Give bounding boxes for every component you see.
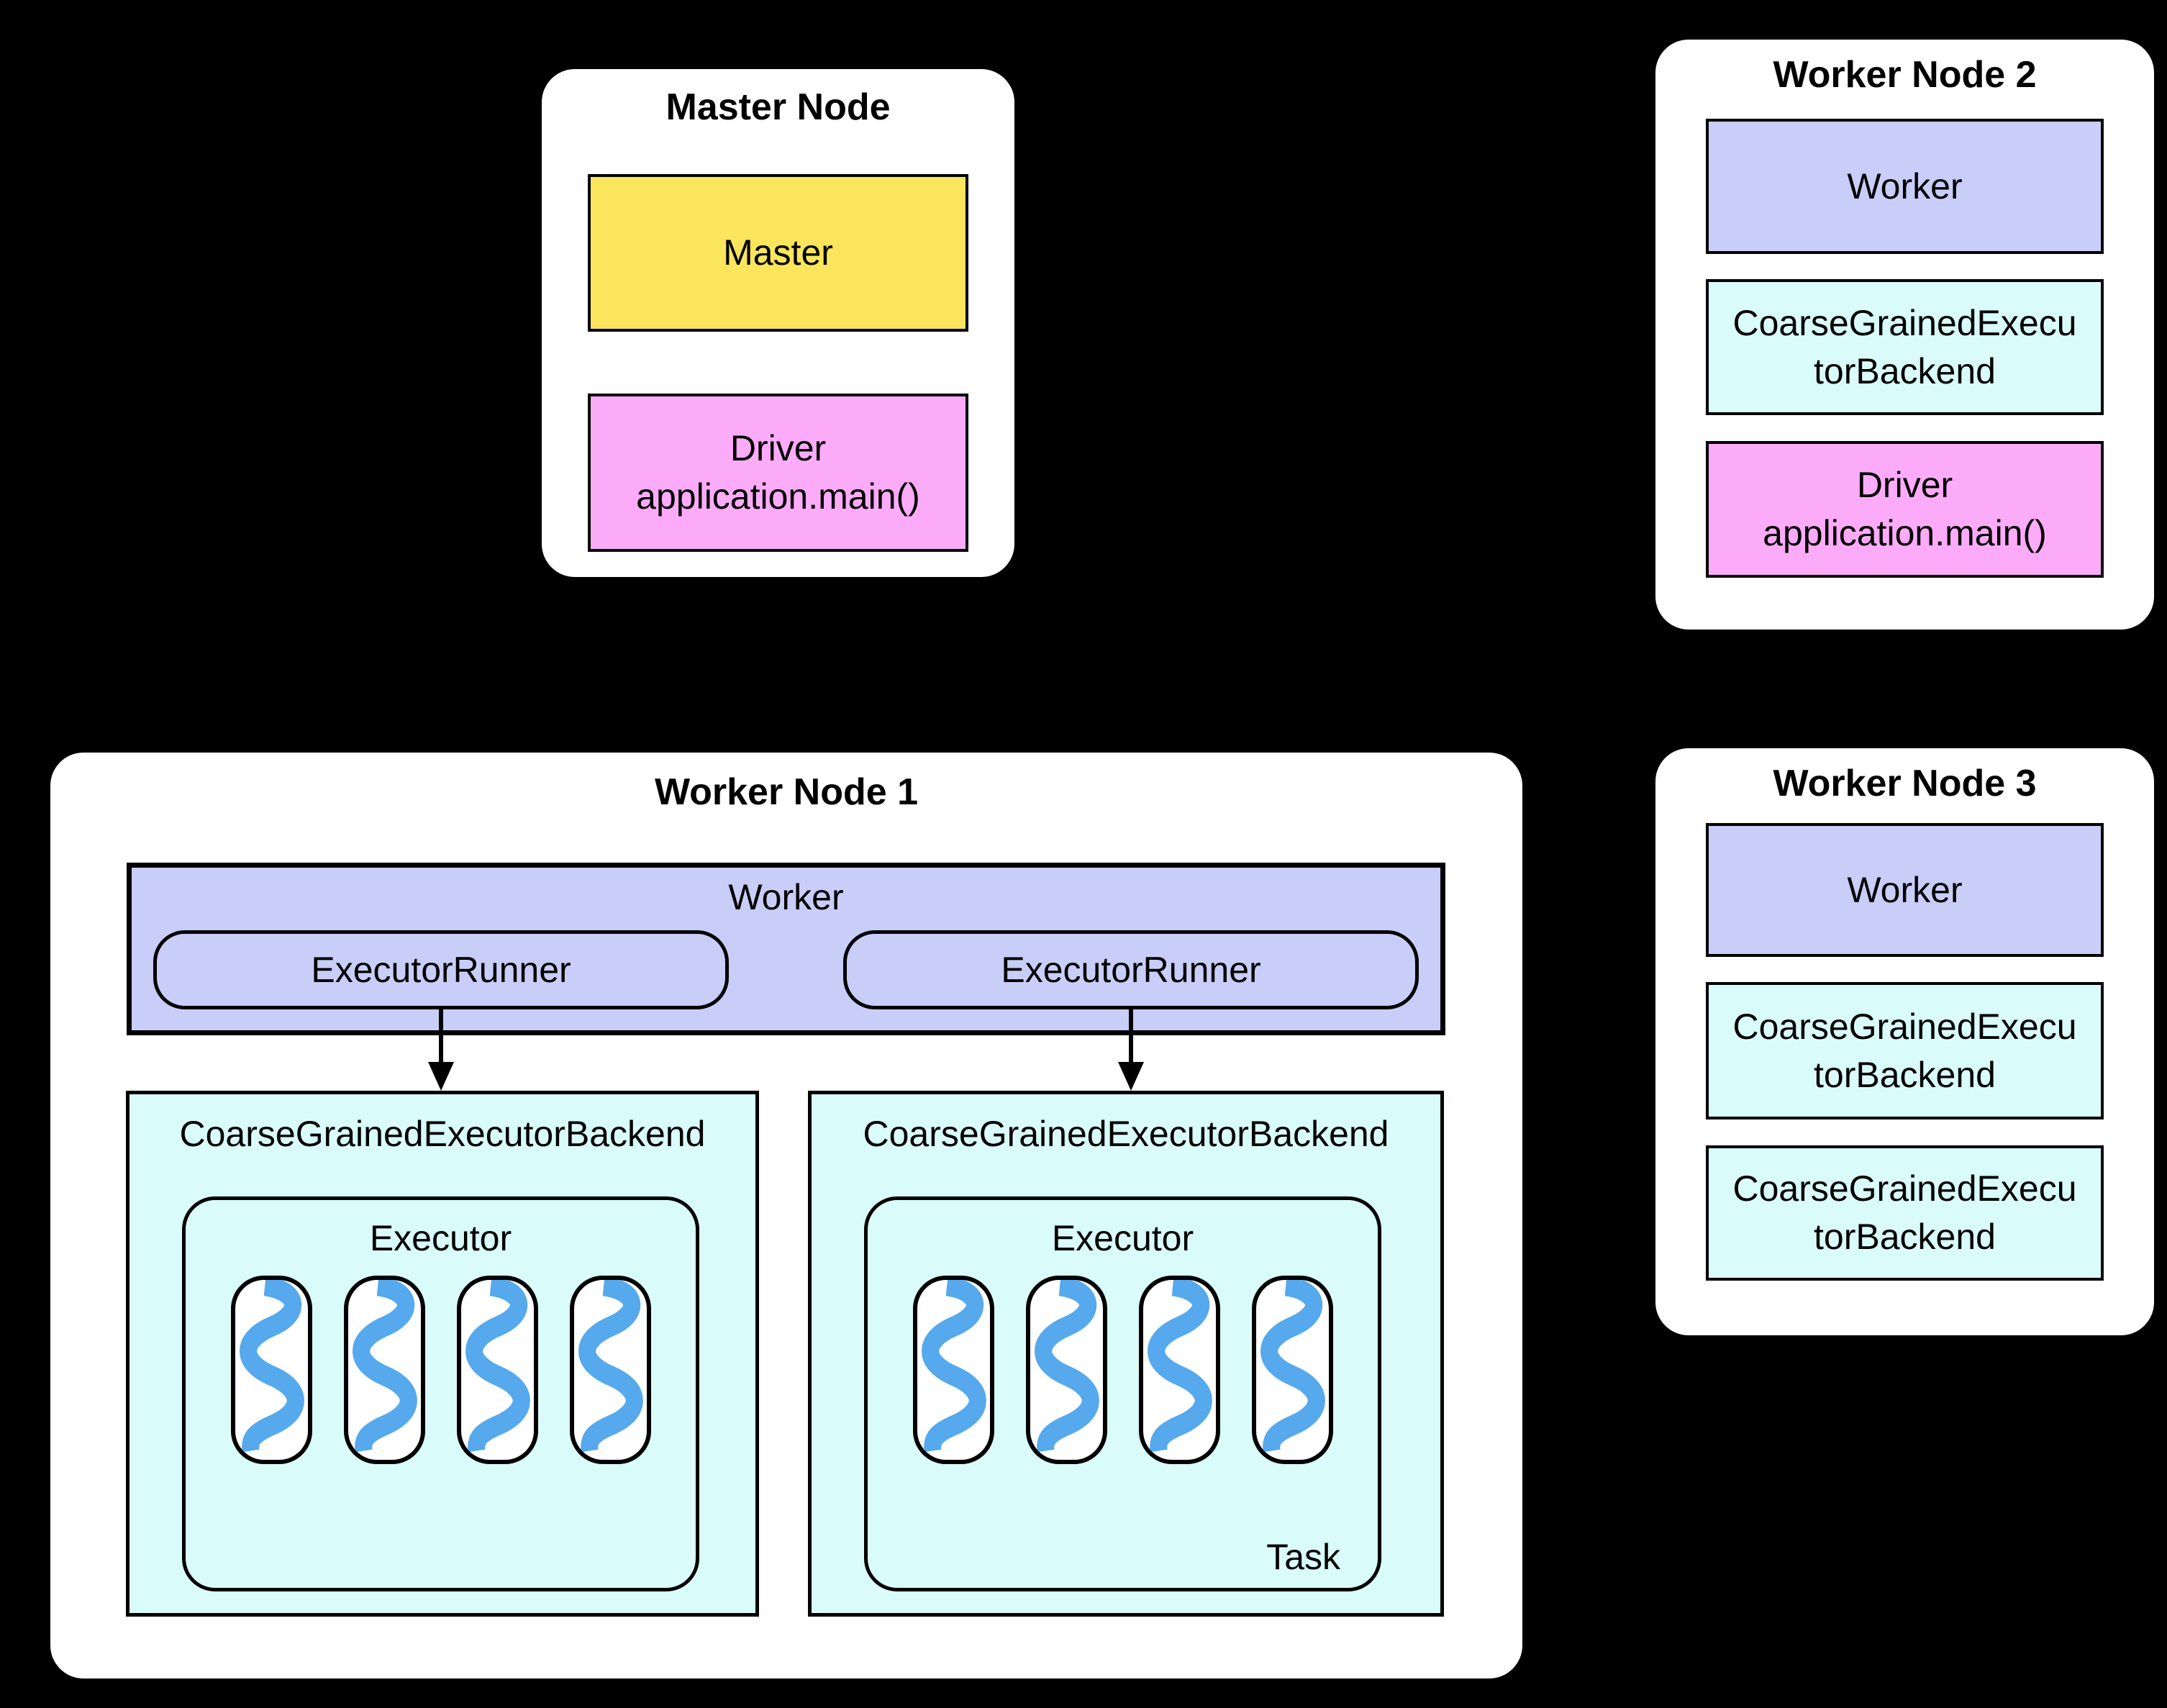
master-node-title: Master Node [665,86,891,128]
master-node: Master Node Master Driver application.ma… [542,69,1014,577]
backend-box-1: CoarseGrainedExecu torBackend [1706,982,2104,1119]
backend-right: CoarseGrainedExecutorBackend Executor [808,1091,1444,1617]
driver-box-line2: application.main() [1763,513,2047,553]
thread-icon [1025,1276,1107,1464]
driver-box-line2: application.main() [636,476,920,517]
executor-right: Executor Task [864,1196,1381,1591]
arrow-down-left [439,1009,443,1064]
executor-left-label: Executor [369,1218,512,1258]
executor-left: Executor [182,1196,699,1591]
backend-left: CoarseGrainedExecutorBackend Executor [126,1091,759,1617]
driver-box-line1: Driver [730,428,827,468]
thread-icon [456,1276,538,1464]
executor-runner-left: ExecutorRunner [153,930,729,1009]
thread-row [868,1276,1378,1464]
thread-icon [343,1276,425,1464]
master-box: Master [588,174,968,332]
worker-node-2-title: Worker Node 2 [1773,54,2037,96]
backend-box-line2: torBackend [1814,350,1996,391]
backend-box-2-line2: torBackend [1814,1217,1996,1257]
driver-box: Driver application.main() [1706,441,2104,578]
worker-band-label: Worker [728,877,844,917]
driver-box-line1: Driver [1856,465,1953,505]
backend-right-title: CoarseGrainedExecutorBackend [863,1114,1389,1154]
worker-node-3-title: Worker Node 3 [1773,763,2037,804]
backend-left-title: CoarseGrainedExecutorBackend [179,1114,706,1154]
driver-box: Driver application.main() [588,394,968,552]
executor-runner-right: ExecutorRunner [843,930,1419,1009]
worker-node-1-title: Worker Node 1 [654,771,919,813]
thread-row [186,1276,696,1464]
backend-box: CoarseGrainedExecu torBackend [1706,279,2104,415]
worker-box: Worker [1706,823,2104,957]
task-label: Task [1266,1537,1340,1577]
master-box-label: Master [723,232,833,273]
thread-icon [912,1276,994,1464]
executor-right-label: Executor [1051,1218,1194,1258]
worker-node-3: Worker Node 3 Worker CoarseGrainedExecu … [1655,748,2154,1335]
worker-box-label: Worker [1847,165,1963,206]
arrow-down-right-head [1118,1062,1144,1091]
worker-band: Worker ExecutorRunner ExecutorRunner [127,863,1445,1035]
thread-icon [230,1276,312,1464]
thread-icon [1251,1276,1333,1464]
backend-box-1-line1: CoarseGrainedExecu [1732,1006,2077,1047]
worker-box-label: Worker [1847,869,1963,910]
worker-node-2: Worker Node 2 Worker CoarseGrainedExecu … [1655,40,2154,630]
thread-icon [1138,1276,1220,1464]
arrow-down-left-head [428,1062,454,1091]
arrow-down-right [1129,1009,1133,1064]
worker-box: Worker [1706,119,2104,254]
worker-node-1: Worker Node 1 Worker ExecutorRunner Exec… [50,753,1522,1679]
executor-runner-left-label: ExecutorRunner [311,950,571,990]
backend-box-1-line2: torBackend [1814,1054,1996,1095]
backend-box-2: CoarseGrainedExecu torBackend [1706,1145,2104,1281]
thread-icon [569,1276,651,1464]
backend-box-line1: CoarseGrainedExecu [1732,302,2077,343]
executor-runner-right-label: ExecutorRunner [1001,950,1261,990]
backend-box-2-line1: CoarseGrainedExecu [1732,1168,2077,1209]
